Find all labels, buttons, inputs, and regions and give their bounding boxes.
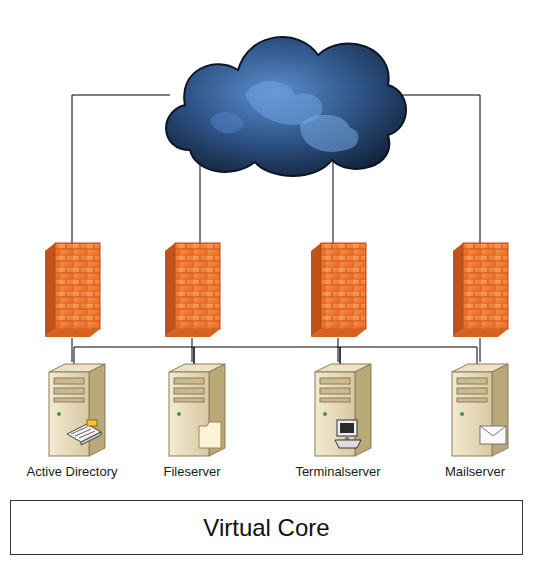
server-label: Terminalserver <box>294 464 381 479</box>
server-label: Active Directory <box>25 464 118 479</box>
server-node: Mailserver <box>415 362 535 480</box>
server-node: Fileserver <box>132 362 252 480</box>
firewalls <box>45 243 508 337</box>
bus-line <box>194 347 340 366</box>
platform-box: Virtual Core <box>10 500 523 555</box>
server-icon <box>27 362 117 462</box>
server-icon <box>147 362 237 462</box>
bus-line <box>74 347 194 366</box>
server-icon <box>430 362 520 462</box>
bus-line <box>340 347 477 366</box>
cloud <box>166 37 406 176</box>
server-label: Mailserver <box>444 464 506 479</box>
platform-label: Virtual Core <box>203 514 329 542</box>
server-node: Active Directory <box>12 362 132 480</box>
server-label: Fileserver <box>162 464 221 479</box>
server-node: Terminalserver <box>278 362 398 480</box>
server-icon <box>293 362 383 462</box>
